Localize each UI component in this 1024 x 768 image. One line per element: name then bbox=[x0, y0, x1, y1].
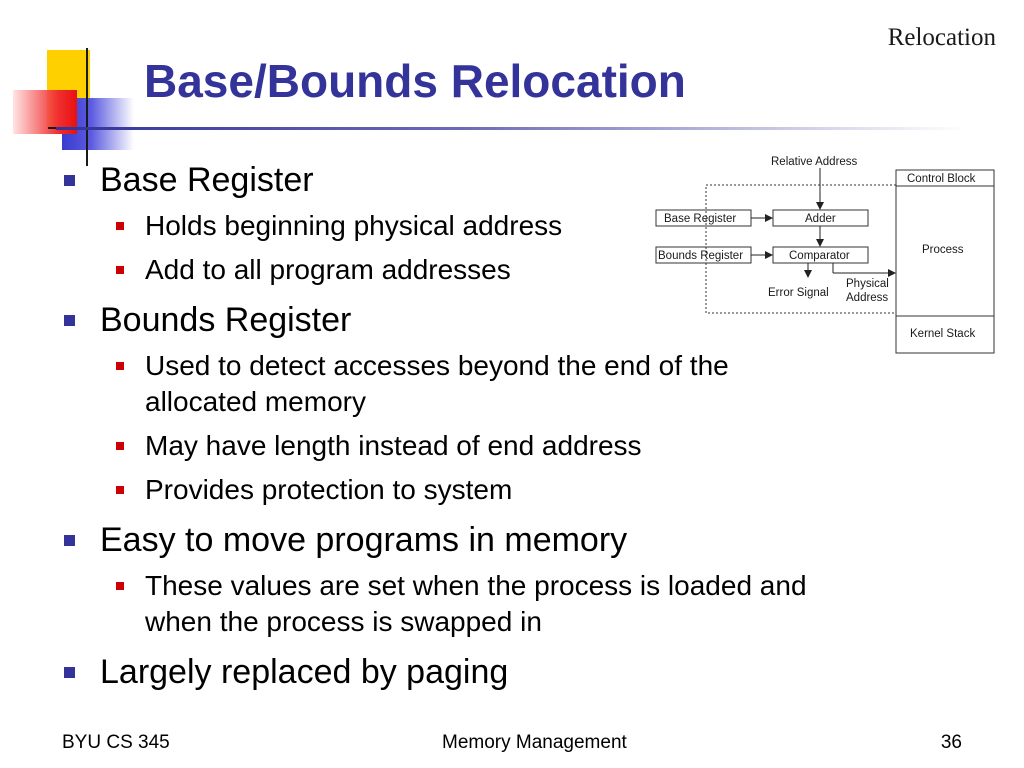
decorative-vertical-line bbox=[86, 48, 88, 166]
slide-title: Base/Bounds Relocation bbox=[144, 55, 686, 107]
sub-bullet: These values are set when the process is… bbox=[62, 568, 825, 640]
decorative-red-square bbox=[13, 90, 77, 134]
bounds-register-label: Bounds Register bbox=[658, 250, 743, 262]
control-block-label: Control Block bbox=[907, 173, 976, 185]
error-signal-label: Error Signal bbox=[768, 287, 829, 299]
process-label: Process bbox=[922, 244, 964, 256]
bullet-list: Base Register Holds beginning physical a… bbox=[62, 160, 822, 700]
bullet-base-register: Base Register bbox=[62, 160, 822, 200]
bullet-marker bbox=[64, 535, 75, 546]
address-label: Address bbox=[846, 292, 888, 304]
bullet-text: Base Register bbox=[100, 161, 314, 199]
base-register-label: Base Register bbox=[664, 213, 736, 225]
relocation-diagram: Relative Address Base Register Adder Bou… bbox=[655, 156, 995, 354]
sub-bullet-text: Provides protection to system bbox=[145, 474, 513, 505]
footer-course: BYU CS 345 bbox=[62, 732, 170, 753]
bullet-replaced-by-paging: Largely replaced by paging bbox=[62, 652, 822, 692]
sub-bullet: Holds beginning physical address bbox=[62, 208, 822, 244]
bullet-marker bbox=[64, 315, 75, 326]
adder-label: Adder bbox=[805, 213, 836, 225]
bullet-marker bbox=[64, 667, 75, 678]
physical-label: Physical bbox=[846, 278, 889, 290]
bullet-marker bbox=[64, 175, 75, 186]
sub-bullet-marker bbox=[116, 486, 124, 494]
section-label: Relocation bbox=[887, 24, 996, 51]
sub-bullet-text: Add to all program addresses bbox=[145, 254, 511, 285]
sub-bullet-marker bbox=[116, 582, 124, 590]
bullet-text: Easy to move programs in memory bbox=[100, 521, 628, 559]
sub-bullet-marker bbox=[116, 442, 124, 450]
kernel-stack-label: Kernel Stack bbox=[910, 328, 975, 340]
sub-bullet-marker bbox=[116, 222, 124, 230]
sub-bullet: Add to all program addresses bbox=[62, 252, 822, 288]
sub-bullet-marker bbox=[116, 362, 124, 370]
sub-bullet: May have length instead of end address bbox=[62, 428, 822, 464]
footer-topic: Memory Management bbox=[442, 732, 627, 753]
sub-bullet-text: These values are set when the process is… bbox=[145, 570, 807, 637]
sub-bullet-text: Used to detect accesses beyond the end o… bbox=[145, 350, 729, 417]
sub-bullet-text: May have length instead of end address bbox=[145, 430, 642, 461]
relative-address-label: Relative Address bbox=[771, 156, 858, 168]
sub-bullet: Provides protection to system bbox=[62, 472, 822, 508]
comparator-box bbox=[772, 246, 869, 264]
comparator-label: Comparator bbox=[789, 250, 850, 262]
bullet-text: Largely replaced by paging bbox=[100, 653, 509, 691]
kernel-stack-box bbox=[895, 315, 995, 354]
bullet-bounds-register: Bounds Register bbox=[62, 300, 822, 340]
title-underline bbox=[56, 127, 966, 130]
sub-bullet-marker bbox=[116, 266, 124, 274]
dotted-frame-line bbox=[705, 184, 896, 314]
page-number: 36 bbox=[940, 732, 962, 753]
sub-bullet: Used to detect accesses beyond the end o… bbox=[62, 348, 805, 420]
bullet-text: Bounds Register bbox=[100, 301, 352, 339]
bullet-easy-to-move: Easy to move programs in memory bbox=[62, 520, 822, 560]
sub-bullet-text: Holds beginning physical address bbox=[145, 210, 563, 241]
